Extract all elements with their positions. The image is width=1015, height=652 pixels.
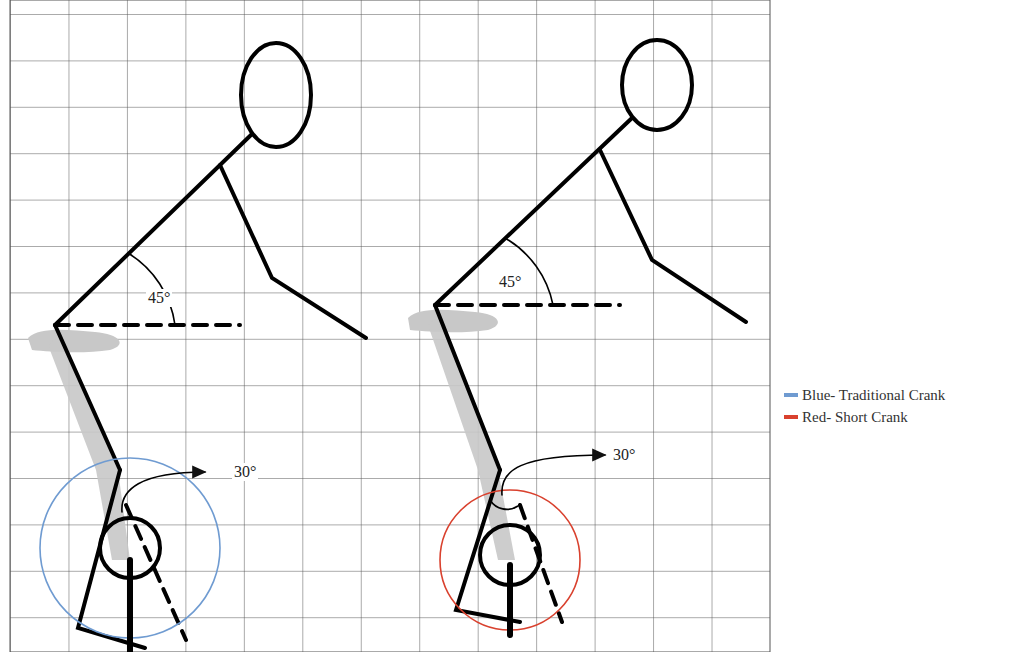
legend-text: Blue- Traditional Crank (802, 386, 945, 404)
legend-swatch (784, 415, 798, 419)
angle-label: 45° (497, 273, 523, 291)
grid (10, 0, 770, 652)
legend-text: Red- Short Crank (802, 408, 908, 426)
angle-label: 30° (232, 463, 258, 481)
angle-label: 30° (611, 446, 637, 464)
short-crank-rider (408, 40, 746, 635)
traditional-crank-rider (28, 43, 366, 652)
angle-label: 45° (146, 289, 172, 307)
legend-swatch (784, 393, 798, 397)
